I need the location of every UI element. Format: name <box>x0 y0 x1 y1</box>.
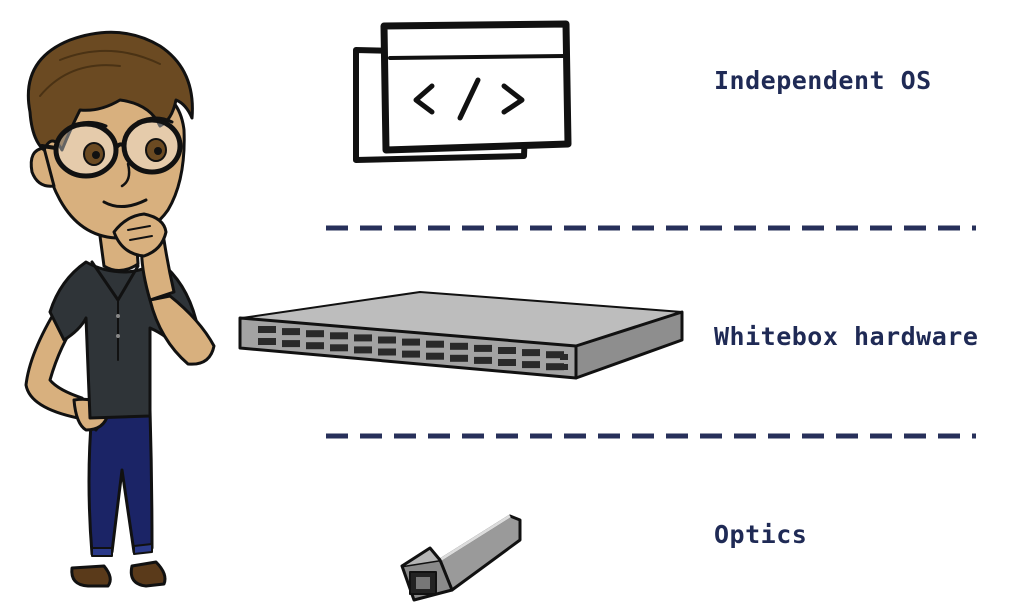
switch-port <box>330 344 348 352</box>
switch-port <box>282 340 300 348</box>
whitebox-hardware-label: Whitebox hardware <box>714 322 979 351</box>
switch-uplink-port <box>560 364 568 370</box>
switch-port <box>426 352 444 360</box>
switch-port <box>354 346 372 354</box>
switch-port <box>306 342 324 350</box>
switch-port <box>474 344 492 352</box>
switch-port <box>522 361 540 369</box>
switch-port <box>522 349 540 357</box>
switch-port <box>378 348 396 356</box>
switch-port <box>450 342 468 350</box>
switch-port <box>354 334 372 342</box>
thinking-person-illustration <box>24 30 216 588</box>
switch-port <box>498 347 516 354</box>
switch-port <box>258 326 276 333</box>
switch-port <box>402 350 420 358</box>
switch-port <box>426 340 444 348</box>
switch-port <box>282 328 300 336</box>
switch-port <box>258 338 276 345</box>
independent-os-label: Independent OS <box>714 66 932 95</box>
switch-port <box>498 359 516 366</box>
switch-port <box>450 354 468 362</box>
switch-port <box>306 330 324 338</box>
switch-port <box>402 338 420 346</box>
optics-label: Optics <box>714 520 808 549</box>
switch-port <box>546 363 564 371</box>
switch-port <box>546 351 564 359</box>
switch-port <box>330 332 348 340</box>
code-window-icon <box>353 20 572 163</box>
switch-port-array <box>258 326 568 371</box>
network-switch-icon <box>238 291 684 380</box>
switch-port <box>378 336 396 344</box>
switch-uplink-port <box>560 354 568 360</box>
optical-transceiver-icon <box>400 514 522 602</box>
switch-port <box>474 356 492 364</box>
